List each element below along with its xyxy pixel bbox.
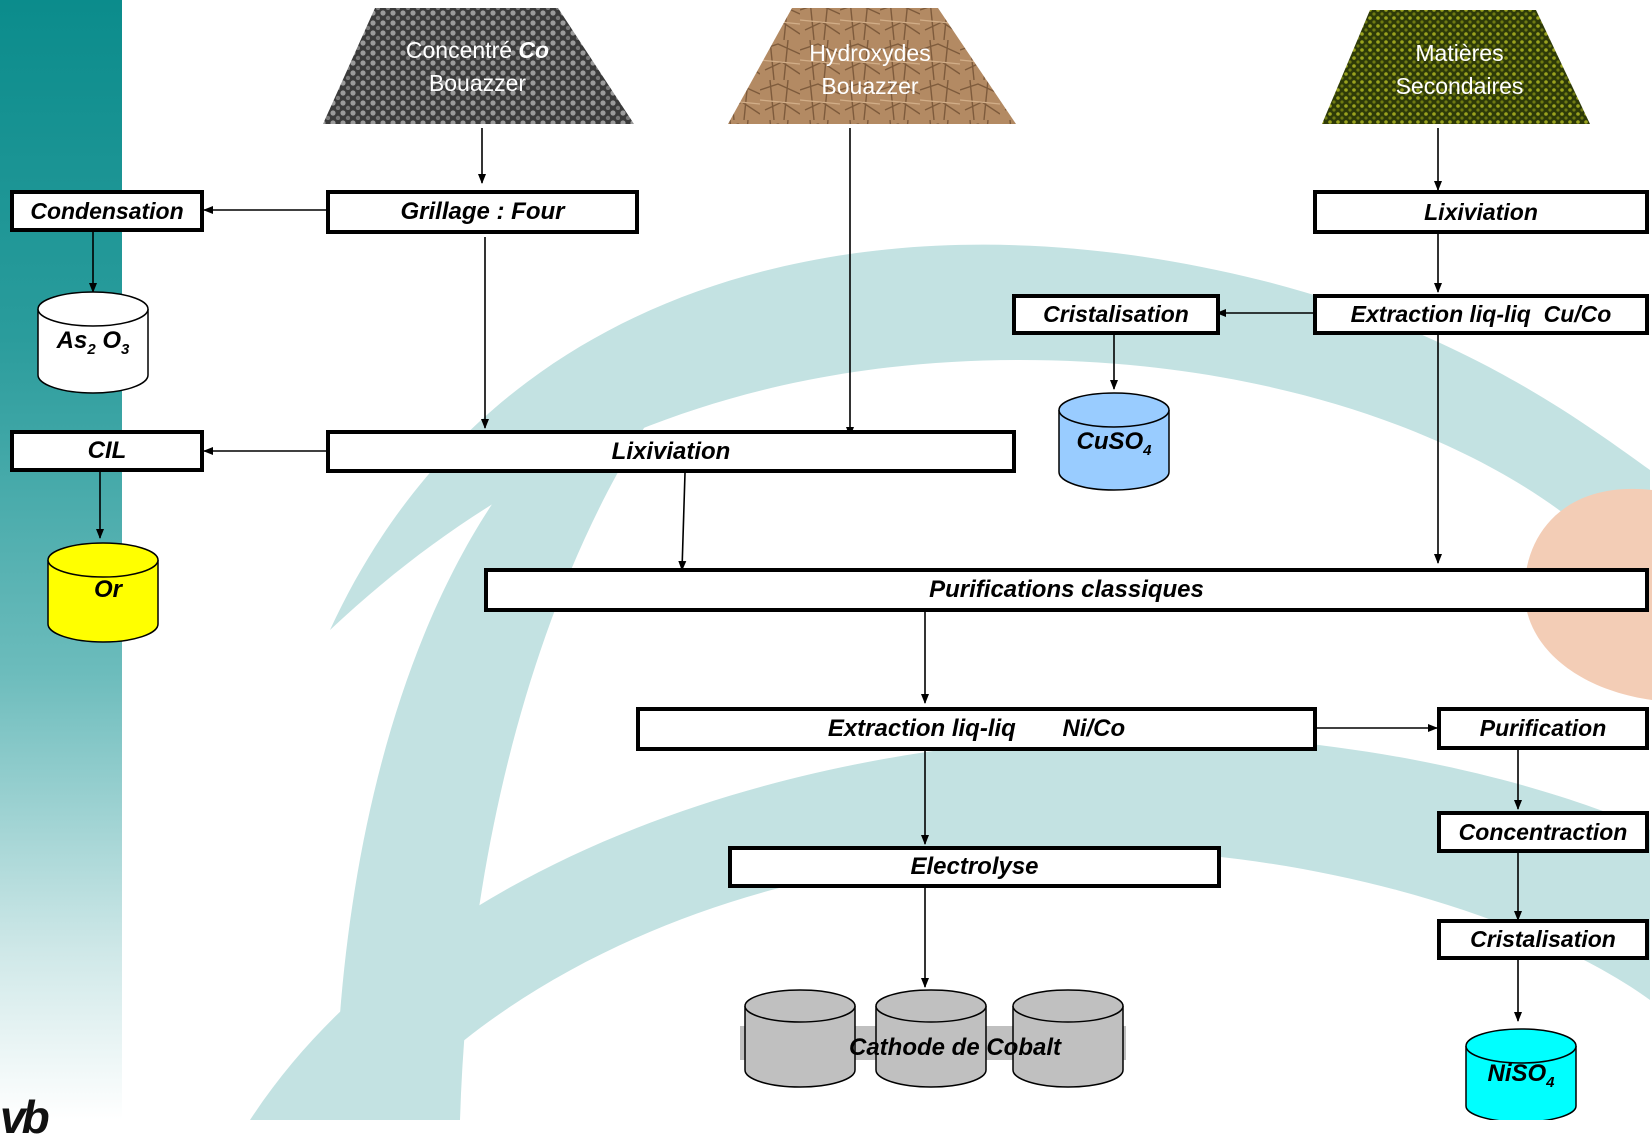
box-extraction-nico: Extraction liq-liq Ni/Co — [636, 707, 1317, 751]
pile-secondaires-label: Matières Secondaires — [1352, 10, 1567, 124]
as2o3-as: As — [56, 327, 88, 354]
pile-co-line1: Concentré — [405, 37, 513, 63]
as2o3-sub2: 3 — [121, 340, 130, 358]
cylinder-niso4 — [1465, 1028, 1577, 1120]
flow-connectors — [89, 128, 1522, 1022]
as2o3-o: O — [95, 327, 122, 354]
pile-hydroxydes-label: Hydroxydes Bouazzer — [770, 8, 970, 124]
pile-matieres-secondaires — [1322, 10, 1590, 124]
cuso4-main: CuSO — [1076, 428, 1144, 455]
pile-concentre-co — [323, 8, 634, 124]
pile-concentre-co-label: Concentré Co Bouazzer — [370, 8, 585, 124]
label-as2o3: As2 O3 — [38, 327, 148, 358]
arrow-lixiviation-to-purifications — [678, 472, 687, 571]
label-cuso4: CuSO4 — [1059, 428, 1169, 459]
pile-hydroxydes-line2: Bouazzer — [821, 73, 919, 99]
box-purifications-classiques: Purifications classiques — [484, 568, 1649, 612]
pile-hydroxydes — [728, 8, 1016, 124]
swoosh-upper — [330, 244, 1650, 630]
cylinder-cuso4 — [1058, 392, 1170, 491]
niso4-sub: 4 — [1546, 1073, 1555, 1091]
box-grillage-four: Grillage : Four — [326, 190, 639, 234]
label-or: Or — [93, 576, 122, 603]
pile-co-line2: Bouazzer — [428, 70, 527, 96]
pile-secondaires-line2: Secondaires — [1395, 73, 1524, 99]
material-piles — [323, 8, 1590, 124]
cylinder-or — [47, 542, 159, 643]
box-electrolyse: Electrolyse — [728, 846, 1221, 888]
box-cil: CIL — [10, 430, 204, 472]
swoosh-vertical — [335, 350, 700, 1120]
box-cristalisation-ni: Cristalisation — [1437, 919, 1649, 960]
cuso4-sub: 4 — [1143, 441, 1152, 459]
pile-hydroxydes-line1: Hydroxydes — [809, 40, 931, 66]
niso4-main: NiSO — [1487, 1060, 1547, 1087]
product-cylinders — [37, 291, 1577, 1120]
box-condensation: Condensation — [10, 190, 204, 232]
label-niso4: NiSO4 — [1466, 1060, 1576, 1091]
swoosh-lower — [250, 734, 1650, 1120]
company-logo: vb — [0, 1091, 50, 1143]
pile-co-bold: Co — [518, 37, 550, 63]
box-cristalisation-cu: Cristalisation — [1012, 294, 1220, 335]
box-purification: Purification — [1437, 707, 1649, 750]
box-extraction-cuco: Extraction liq-liq Cu/Co — [1313, 294, 1649, 335]
box-lixiviation-main: Lixiviation — [326, 430, 1016, 473]
cylinder-as2o3 — [37, 291, 149, 394]
cylinder-cathode-cobalt — [740, 989, 1126, 1088]
pile-secondaires-line1: Matières — [1415, 40, 1504, 66]
box-concentraction: Concentraction — [1437, 811, 1649, 853]
box-lixiviation-secondaires: Lixiviation — [1313, 190, 1649, 234]
as2o3-sub1: 2 — [87, 340, 96, 358]
label-cathode-cobalt: Cathode de Cobalt — [848, 1034, 1061, 1061]
